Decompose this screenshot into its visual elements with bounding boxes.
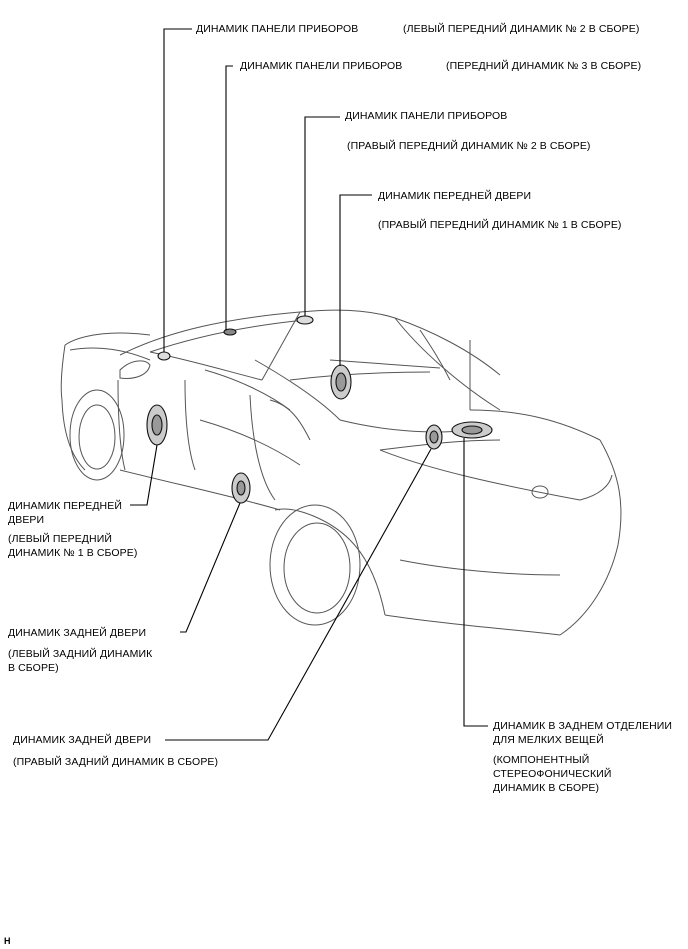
label-rear-door-left-title: ДИНАМИК ЗАДНЕЙ ДВЕРИ xyxy=(8,627,147,639)
label-rear-door-right-title: ДИНАМИК ЗАДНЕЙ ДВЕРИ xyxy=(13,734,152,746)
label-rear-door-right-sub: (ПРАВЫЙ ЗАДНИЙ ДИНАМИК В СБОРЕ) xyxy=(13,756,219,768)
label-ip-left-title: ДИНАМИК ПАНЕЛИ ПРИБОРОВ xyxy=(196,23,359,35)
label-front-door-right-sub: (ПРАВЫЙ ПЕРЕДНИЙ ДИНАМИК № 1 В СБОРЕ) xyxy=(378,219,622,231)
corner-mark: H xyxy=(4,936,11,946)
label-ip-left-sub: (ЛЕВЫЙ ПЕРЕДНИЙ ДИНАМИК № 2 В СБОРЕ) xyxy=(403,23,640,35)
label-front-door-right-title: ДИНАМИК ПЕРЕДНЕЙ ДВЕРИ xyxy=(378,190,532,202)
label-rear-door-left-sub: (ЛЕВЫЙ ЗАДНИЙ ДИНАМИК В СБОРЕ) xyxy=(8,648,153,674)
label-ip-right-sub: (ПРАВЫЙ ПЕРЕДНИЙ ДИНАМИК № 2 В СБОРЕ) xyxy=(347,140,591,152)
speaker-icons xyxy=(146,315,493,504)
label-ip-center-title: ДИНАМИК ПАНЕЛИ ПРИБОРОВ xyxy=(240,60,403,72)
label-front-door-left-sub: (ЛЕВЫЙ ПЕРЕДНИЙ ДИНАМИК № 1 В СБОРЕ) xyxy=(8,533,138,559)
car-outline xyxy=(60,309,622,636)
label-front-door-left-title: ДИНАМИК ПЕРЕДНЕЙ ДВЕРИ xyxy=(8,500,122,526)
label-ip-center-sub: (ПЕРЕДНИЙ ДИНАМИК № 3 В СБОРЕ) xyxy=(446,60,642,72)
label-rear-shelf-title: ДИНАМИК В ЗАДНЕМ ОТДЕЛЕНИИ ДЛЯ МЕЛКИХ ВЕ… xyxy=(493,720,673,746)
label-ip-right-title: ДИНАМИК ПАНЕЛИ ПРИБОРОВ xyxy=(345,110,508,122)
label-rear-shelf-sub: (КОМПОНЕНТНЫЙ СТЕРЕОФОНИЧЕСКИЙ ДИНАМИК В… xyxy=(493,754,612,794)
leader-lines xyxy=(130,28,488,741)
